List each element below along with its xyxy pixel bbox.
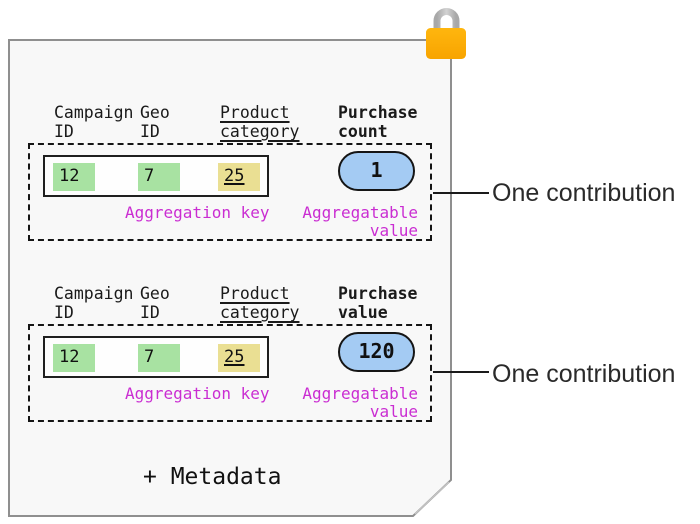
key-cell-campaign-id: 12 <box>53 344 95 372</box>
header-line: Geo <box>140 284 170 303</box>
header-line: Campaign <box>54 103 134 122</box>
column-header-geo-id: Geo ID <box>140 284 170 322</box>
one-contribution-annotation: One contribution <box>492 179 676 207</box>
column-header-product-category: Product category <box>220 103 299 141</box>
column-header-product-category: Product category <box>220 284 299 322</box>
key-cell-geo-id: 7 <box>138 344 180 372</box>
label-line: Aggregatable <box>302 384 418 403</box>
header-line: value <box>338 303 388 322</box>
key-cell-campaign-id: 12 <box>53 163 95 191</box>
aggregation-key-label: Aggregation key <box>125 203 270 222</box>
aggregatable-value-pill: 120 <box>338 332 415 372</box>
header-line: Product <box>220 284 290 303</box>
aggregatable-value-pill: 1 <box>338 151 415 191</box>
header-line: Product <box>220 103 290 122</box>
column-header-purchase-value: Purchase value <box>338 284 417 322</box>
header-line: ID <box>54 122 74 141</box>
cell-value: 7 <box>144 166 155 186</box>
header-line: category <box>220 303 300 322</box>
contribution-record-1: Campaign ID Geo ID Product category Purc… <box>0 103 700 248</box>
header-line: Purchase <box>338 103 418 122</box>
header-line: Campaign <box>54 284 134 303</box>
label-line: value <box>369 221 418 240</box>
header-line: ID <box>54 303 74 322</box>
contribution-boundary <box>28 143 432 241</box>
aggregatable-value-label: Aggregatable value <box>268 204 418 240</box>
key-cell-product-category: 25 <box>218 163 260 191</box>
cell-value: 7 <box>144 347 155 367</box>
contribution-record-2: Campaign ID Geo ID Product category Purc… <box>0 284 700 429</box>
header-line: ID <box>140 122 160 141</box>
pill-value: 1 <box>370 158 383 182</box>
aggregatable-value-label: Aggregatable value <box>268 385 418 421</box>
header-line: category <box>220 122 300 141</box>
label-line: value <box>369 402 418 421</box>
header-line: count <box>338 122 388 141</box>
folded-corner-line <box>414 481 450 515</box>
cell-value: 12 <box>59 347 80 367</box>
cell-value: 25 <box>224 347 245 367</box>
one-contribution-annotation: One contribution <box>492 360 676 388</box>
header-line: Purchase <box>338 284 418 303</box>
header-line: ID <box>140 303 160 322</box>
header-line: Geo <box>140 103 170 122</box>
key-cell-geo-id: 7 <box>138 163 180 191</box>
aggregation-key-label: Aggregation key <box>125 384 270 403</box>
pill-value: 120 <box>358 339 395 363</box>
metadata-label: + Metadata <box>143 464 282 490</box>
cell-value: 12 <box>59 166 80 186</box>
column-header-geo-id: Geo ID <box>140 103 170 141</box>
key-cell-product-category: 25 <box>218 344 260 372</box>
lock-icon <box>426 8 466 59</box>
contribution-boundary <box>28 324 432 422</box>
column-header-campaign-id: Campaign ID <box>54 284 133 322</box>
column-header-campaign-id: Campaign ID <box>54 103 133 141</box>
cell-value: 25 <box>224 166 245 186</box>
column-header-purchase-count: Purchase count <box>338 103 417 141</box>
label-line: Aggregatable <box>302 203 418 222</box>
